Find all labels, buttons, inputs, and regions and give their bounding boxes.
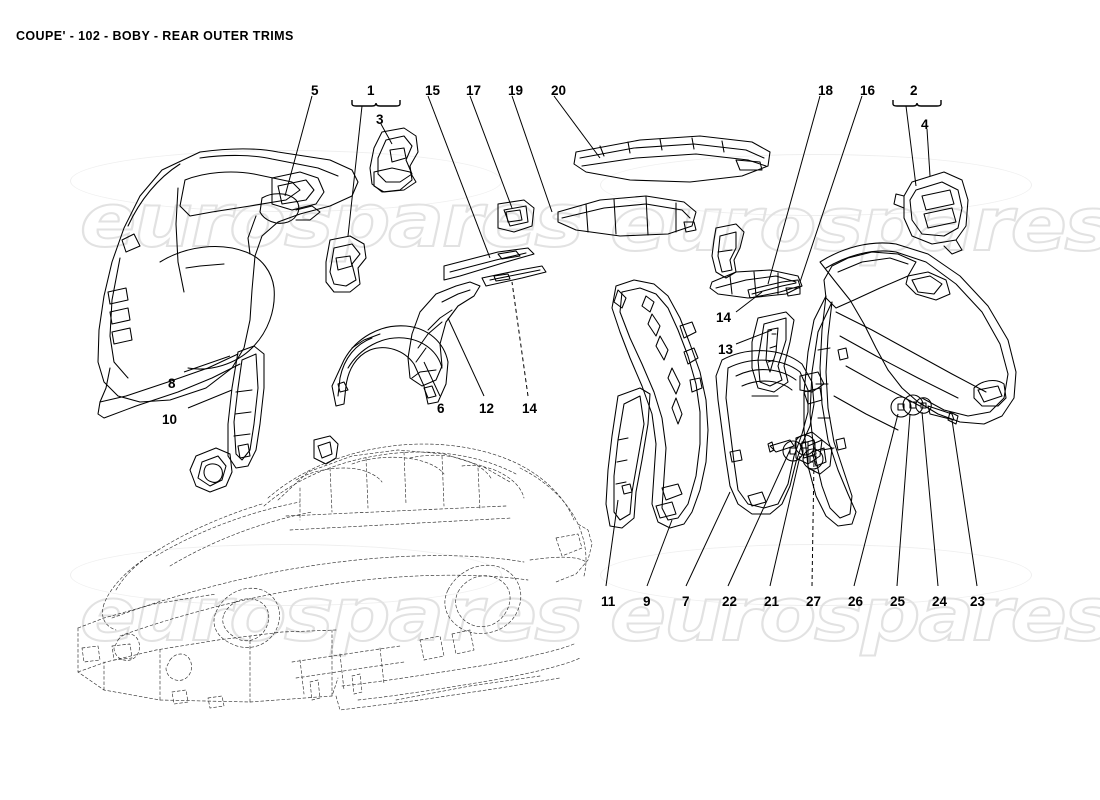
part-3-bracket xyxy=(369,127,419,193)
part-rear-quarter-inner-left xyxy=(97,148,359,419)
callout-15: 15 xyxy=(425,83,441,98)
part-9-pillar-inner xyxy=(611,279,709,529)
callout-4: 4 xyxy=(921,117,929,132)
callout-6: 6 xyxy=(437,401,445,416)
callout-14-right: 14 xyxy=(716,310,732,325)
callout-26: 26 xyxy=(848,594,864,609)
callout-18: 18 xyxy=(818,83,834,98)
part-1-bracket xyxy=(325,235,367,293)
callout-17: 17 xyxy=(466,83,482,98)
part-6-wheel-arch xyxy=(331,325,449,407)
part-19-clip xyxy=(497,199,535,233)
callout-21: 21 xyxy=(764,594,780,609)
part-14-trim-strip xyxy=(481,265,547,287)
callout-16: 16 xyxy=(860,83,876,98)
callout-2: 2 xyxy=(910,83,918,98)
part-rear-quarter-outer-right xyxy=(803,242,1017,527)
callout-7: 7 xyxy=(682,594,690,609)
part-11-closing-panel xyxy=(605,387,651,529)
page-title: COUPE' - 102 - BOBY - REAR OUTER TRIMS xyxy=(16,29,294,43)
part-18-bracket xyxy=(711,223,745,279)
part-27-bracket xyxy=(807,439,833,475)
small-detached-parts xyxy=(189,435,339,493)
callout-1: 1 xyxy=(367,83,375,98)
part-15-trim-strip xyxy=(443,247,535,281)
part-20-roof-rail-trim xyxy=(573,135,771,183)
callout-13: 13 xyxy=(718,342,734,357)
callout-23: 23 xyxy=(970,594,986,609)
callout-10: 10 xyxy=(162,412,178,427)
callout-3: 3 xyxy=(376,112,384,127)
callout-24: 24 xyxy=(932,594,948,609)
part-16-flat-trim xyxy=(709,269,803,299)
callout-19: 19 xyxy=(508,83,524,98)
part-10-pillar-trim xyxy=(227,345,265,469)
callout-5: 5 xyxy=(311,83,319,98)
callout-8: 8 xyxy=(168,376,176,391)
part-12-pillar-panel xyxy=(407,281,481,387)
part-17-lower-trim xyxy=(557,195,697,237)
callout-9: 9 xyxy=(643,594,651,609)
part-2-4-bracket xyxy=(893,171,969,255)
callout-14-left: 14 xyxy=(522,401,538,416)
callout-22: 22 xyxy=(722,594,738,609)
part-13-reinforcement xyxy=(751,311,795,393)
callout-27: 27 xyxy=(806,594,822,609)
callout-25: 25 xyxy=(890,594,906,609)
part-7-wheel-housing xyxy=(715,350,825,515)
vehicle-body-silhouette xyxy=(77,443,593,711)
part-22-small-bracket xyxy=(795,431,823,465)
fastener-cluster-right xyxy=(890,394,959,425)
callout-12: 12 xyxy=(479,401,495,416)
callout-11: 11 xyxy=(601,594,616,609)
callout-20: 20 xyxy=(551,83,567,98)
